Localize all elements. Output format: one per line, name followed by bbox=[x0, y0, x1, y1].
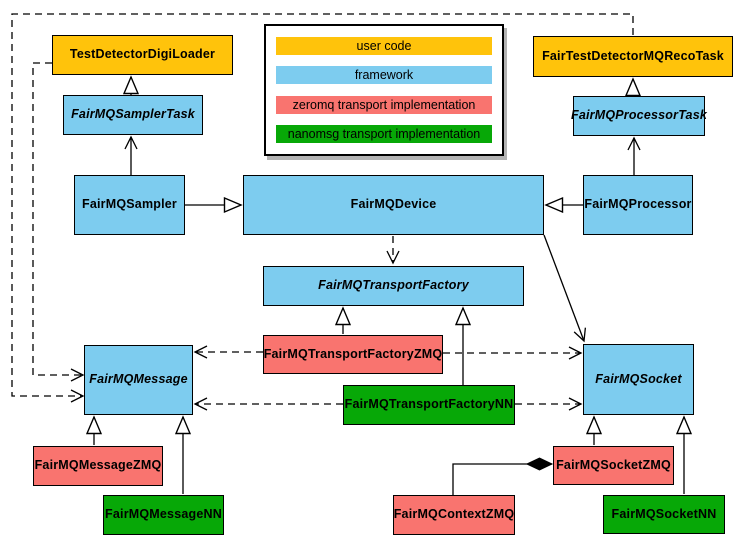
node-fairmq-socket-nn: FairMQSocketNN bbox=[603, 495, 725, 534]
edge-recotask-message-dependency bbox=[11, 13, 634, 403]
node-fairmq-processor: FairMQProcessor bbox=[583, 175, 693, 235]
edge-digiloader-message-dependency bbox=[32, 62, 85, 382]
node-fair-test-detector-mq-reco-task: FairTestDetectorMQRecoTask bbox=[533, 36, 733, 77]
node-fairmq-transport-factory: FairMQTransportFactory bbox=[263, 266, 524, 306]
edge-contextzmq-socketzmq-composition bbox=[452, 464, 552, 495]
legend-box: user code framework zeromq transport imp… bbox=[264, 24, 504, 156]
node-fairmq-message-nn: FairMQMessageNN bbox=[103, 495, 224, 535]
node-fairmq-device: FairMQDevice bbox=[243, 175, 544, 235]
edge-device-socket-association bbox=[543, 234, 587, 343]
node-fairmq-sampler: FairMQSampler bbox=[74, 175, 185, 235]
legend-item-nanomsg: nanomsg transport implementation bbox=[276, 124, 492, 143]
legend-item-framework: framework bbox=[276, 66, 492, 85]
node-test-detector-digi-loader: TestDetectorDigiLoader bbox=[52, 35, 233, 75]
node-fairmq-transport-factory-zmq: FairMQTransportFactoryZMQ bbox=[263, 335, 443, 374]
node-fairmq-transport-factory-nn: FairMQTransportFactoryNN bbox=[343, 385, 515, 425]
node-fairmq-socket-zmq: FairMQSocketZMQ bbox=[553, 446, 674, 485]
node-fairmq-message-zmq: FairMQMessageZMQ bbox=[33, 446, 163, 486]
node-fairmq-processor-task: FairMQProcessorTask bbox=[571, 96, 707, 136]
node-fairmq-sampler-task: FairMQSamplerTask bbox=[63, 95, 203, 135]
node-fairmq-socket: FairMQSocket bbox=[583, 344, 694, 415]
node-fairmq-message: FairMQMessage bbox=[84, 345, 193, 415]
legend-item-zeromq: zeromq transport implementation bbox=[276, 95, 492, 114]
legend-item-user-code: user code bbox=[276, 37, 492, 55]
node-fairmq-context-zmq: FairMQContextZMQ bbox=[393, 495, 515, 535]
